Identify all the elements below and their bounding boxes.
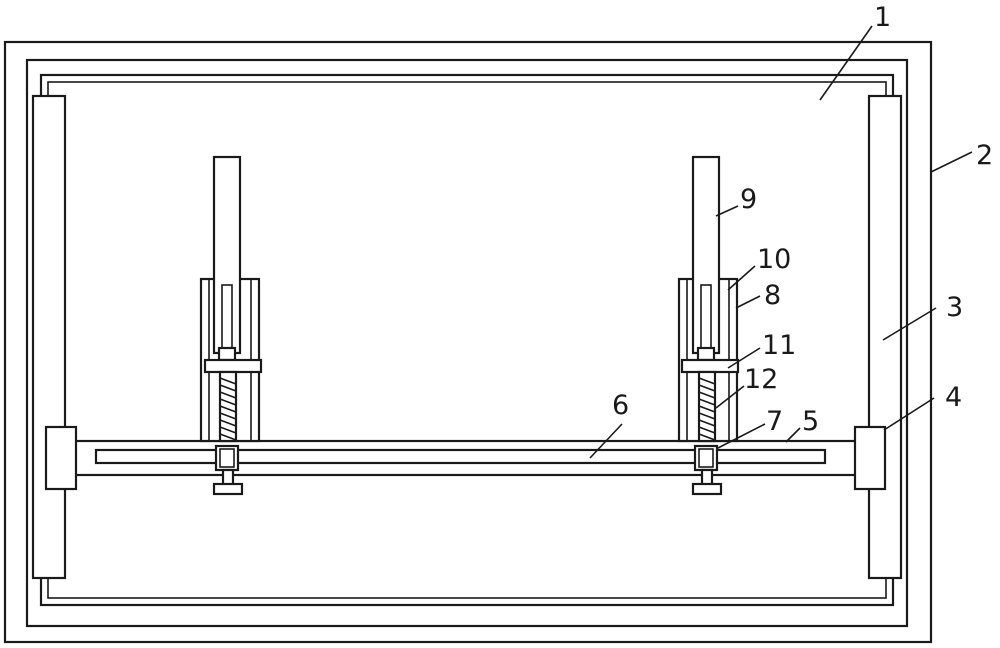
leader-1: [820, 26, 872, 100]
right-slider-block: [855, 427, 885, 489]
callout-3: 3: [946, 292, 963, 323]
callout-10: 10: [757, 244, 791, 275]
callout-5: 5: [802, 406, 819, 437]
callout-labels: 1 2 3 4 5 6 7 8 9 10 11 12: [612, 2, 993, 437]
left-lead-screw: [220, 372, 236, 441]
leader-lines: [590, 26, 972, 458]
right-lead-screw: [699, 372, 715, 441]
callout-1: 1: [874, 2, 891, 33]
callout-6: 6: [612, 390, 629, 421]
callout-8: 8: [764, 280, 781, 311]
leader-2: [931, 152, 972, 172]
left-slider-block: [46, 427, 76, 489]
right-side-rail: [869, 96, 901, 578]
callout-9: 9: [740, 184, 757, 215]
callout-7: 7: [766, 406, 783, 437]
callout-2: 2: [976, 140, 993, 171]
leader-5: [786, 428, 800, 442]
left-side-rail: [33, 96, 65, 578]
leader-8: [736, 296, 760, 308]
callout-11: 11: [762, 330, 796, 361]
callout-4: 4: [945, 382, 962, 413]
cross-beam: [74, 441, 858, 475]
callout-12: 12: [744, 364, 778, 395]
